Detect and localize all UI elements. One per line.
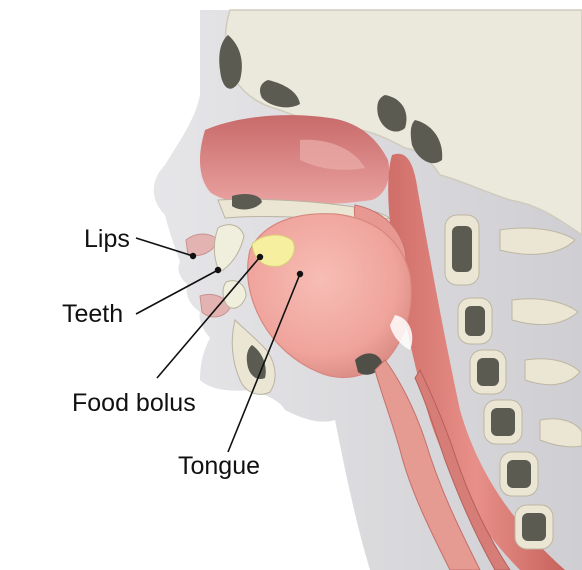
lips-dot: [190, 253, 196, 259]
lips-label: Lips: [84, 225, 130, 253]
food-bolus-label: Food bolus: [72, 389, 196, 417]
food-bolus-dot: [257, 254, 263, 260]
tongue-dot: [297, 271, 303, 277]
teeth-dot: [215, 267, 221, 273]
tongue-label: Tongue: [178, 452, 260, 480]
teeth-label: Teeth: [62, 300, 123, 328]
